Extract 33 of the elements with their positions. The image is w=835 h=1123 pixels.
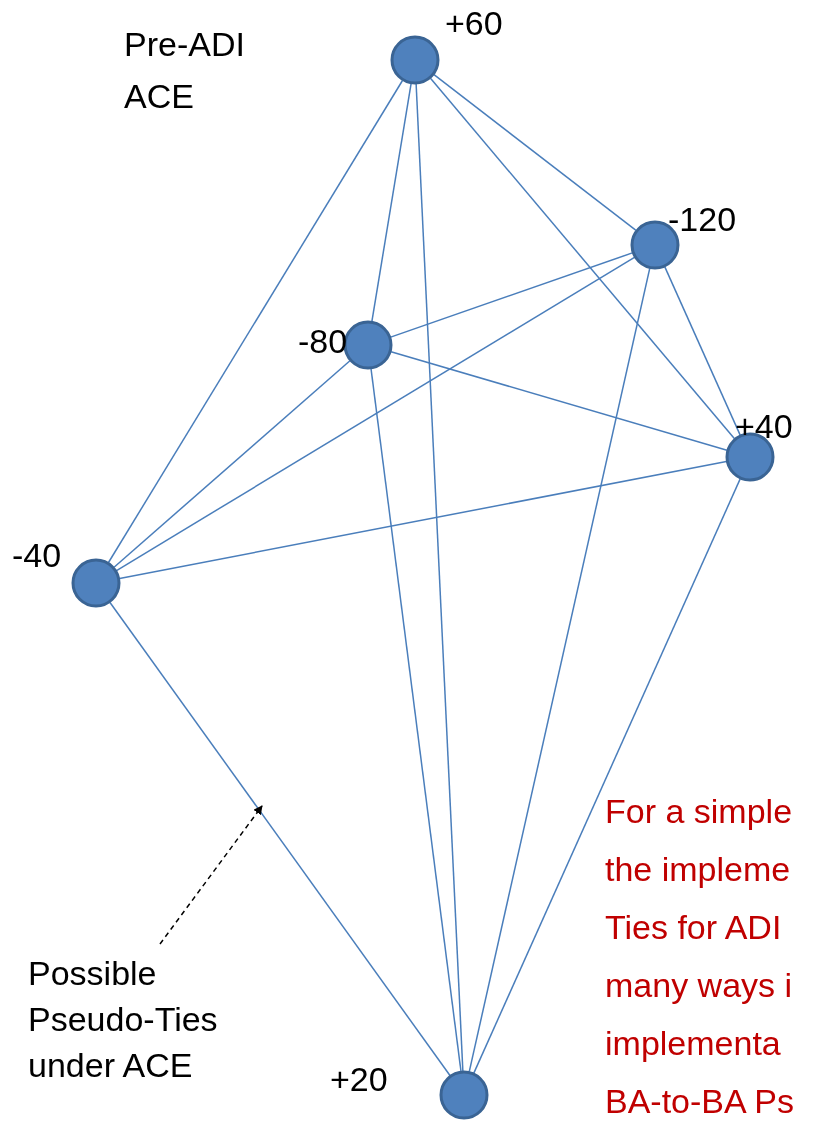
- node-value-label: +20: [330, 1059, 388, 1100]
- connector-line: [389, 252, 634, 338]
- node-value-label: +60: [445, 3, 503, 44]
- note-text-line: BA-to-BA Ps: [605, 1081, 794, 1122]
- connector-line: [371, 82, 412, 323]
- connector-line: [115, 256, 636, 572]
- connector-line: [429, 77, 736, 440]
- connector-line: [473, 478, 741, 1074]
- connector-line: [390, 351, 728, 451]
- node-value-label: -40: [12, 535, 62, 576]
- note-text-line: For a simple: [605, 791, 793, 832]
- connector-line: [113, 360, 351, 568]
- node-circle: [439, 1070, 489, 1120]
- annotation-text: Possible Pseudo-Ties under ACE: [28, 950, 268, 1088]
- heading-text: Pre-ADI ACE: [124, 24, 246, 117]
- node-value-label: -120: [668, 199, 737, 240]
- node-circle: [71, 558, 121, 608]
- connector-line: [107, 79, 404, 564]
- note-text-line: many ways i: [605, 965, 793, 1006]
- connector-line: [468, 267, 651, 1073]
- connector-line: [433, 73, 637, 232]
- node-circle: [390, 35, 440, 85]
- node-value-label: -80: [298, 321, 348, 362]
- node-value-label: +40: [735, 406, 793, 447]
- connector-line: [415, 83, 464, 1072]
- note-text-line: Ties for ADI: [605, 907, 782, 948]
- note-text-line: implementa: [605, 1023, 781, 1064]
- connector-line: [370, 368, 462, 1072]
- note-text-line: the impleme: [605, 849, 791, 890]
- connector-line: [664, 266, 741, 436]
- connector-line: [118, 460, 728, 580]
- connector-line: [109, 601, 451, 1077]
- dashed-arrow: [159, 805, 263, 945]
